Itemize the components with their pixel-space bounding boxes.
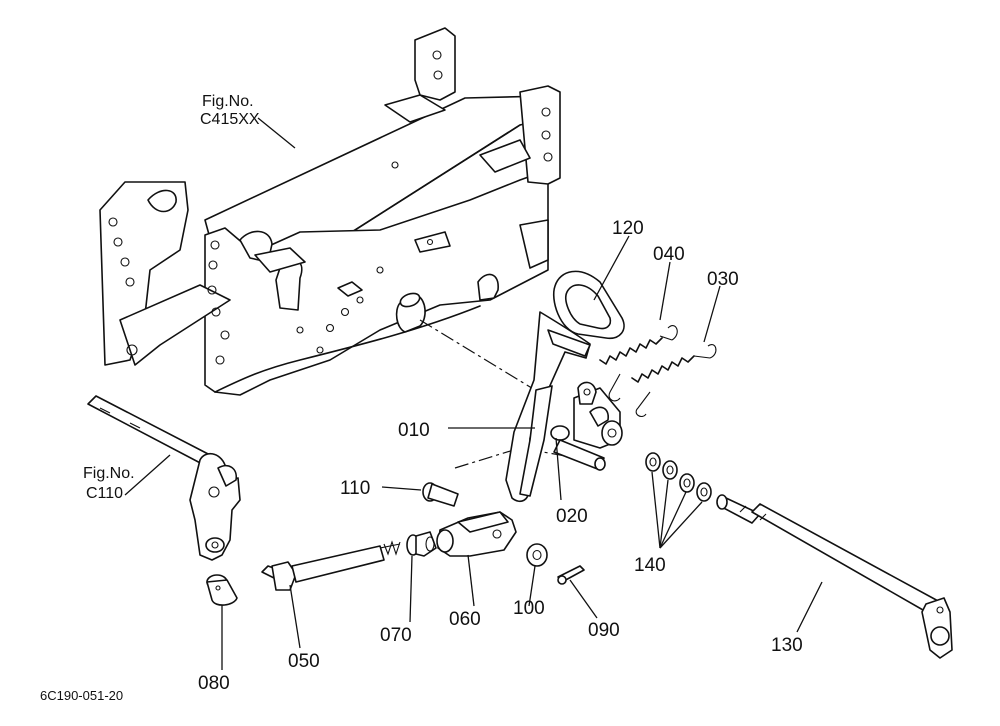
part-label-080: 080 [198, 673, 230, 694]
drawing-code: 6C190-051-20 [40, 688, 123, 703]
part-label-060: 060 [449, 609, 481, 630]
washers-140 [645, 452, 712, 502]
clevis-060 [436, 511, 517, 557]
assembly-centerline [419, 319, 536, 391]
pin-080 [206, 574, 238, 606]
shaft-130 [716, 494, 953, 659]
clevis-pin-110 [422, 482, 459, 507]
part-label-130: 130 [771, 635, 803, 656]
washer-100 [526, 543, 548, 567]
spring-040 [599, 325, 678, 402]
frame-assembly [99, 27, 561, 396]
figure-reference-frame: Fig.No. C415XX [200, 93, 260, 128]
part-label-020: 020 [556, 506, 588, 527]
spring-030 [631, 344, 717, 417]
cotter-pin-090 [557, 565, 585, 585]
figure-reference-shaft: Fig.No. C110 [83, 465, 135, 502]
leader-lines [124, 117, 823, 670]
part-label-010: 010 [398, 420, 430, 441]
part-label-120: 120 [612, 218, 644, 239]
fig-ref-label: Fig.No. [83, 465, 135, 482]
fig-ref-label: Fig.No. [202, 93, 254, 110]
part-label-100: 100 [513, 598, 545, 619]
pin-020 [550, 425, 606, 471]
pedal-arm-010 [505, 311, 623, 502]
part-label-090: 090 [588, 620, 620, 641]
cross-shaft-assembly [87, 395, 241, 561]
part-label-050: 050 [288, 651, 320, 672]
part-label-030: 030 [707, 269, 739, 290]
part-label-040: 040 [653, 244, 685, 265]
pedal-pad-120 [553, 270, 625, 340]
rod-050 [261, 540, 401, 591]
fig-ref-number: C110 [86, 485, 123, 502]
part-label-070: 070 [380, 625, 412, 646]
part-label-110: 110 [340, 478, 370, 499]
nut-070 [406, 531, 437, 557]
fig-ref-number: C415XX [200, 111, 260, 128]
part-label-140: 140 [634, 555, 666, 576]
